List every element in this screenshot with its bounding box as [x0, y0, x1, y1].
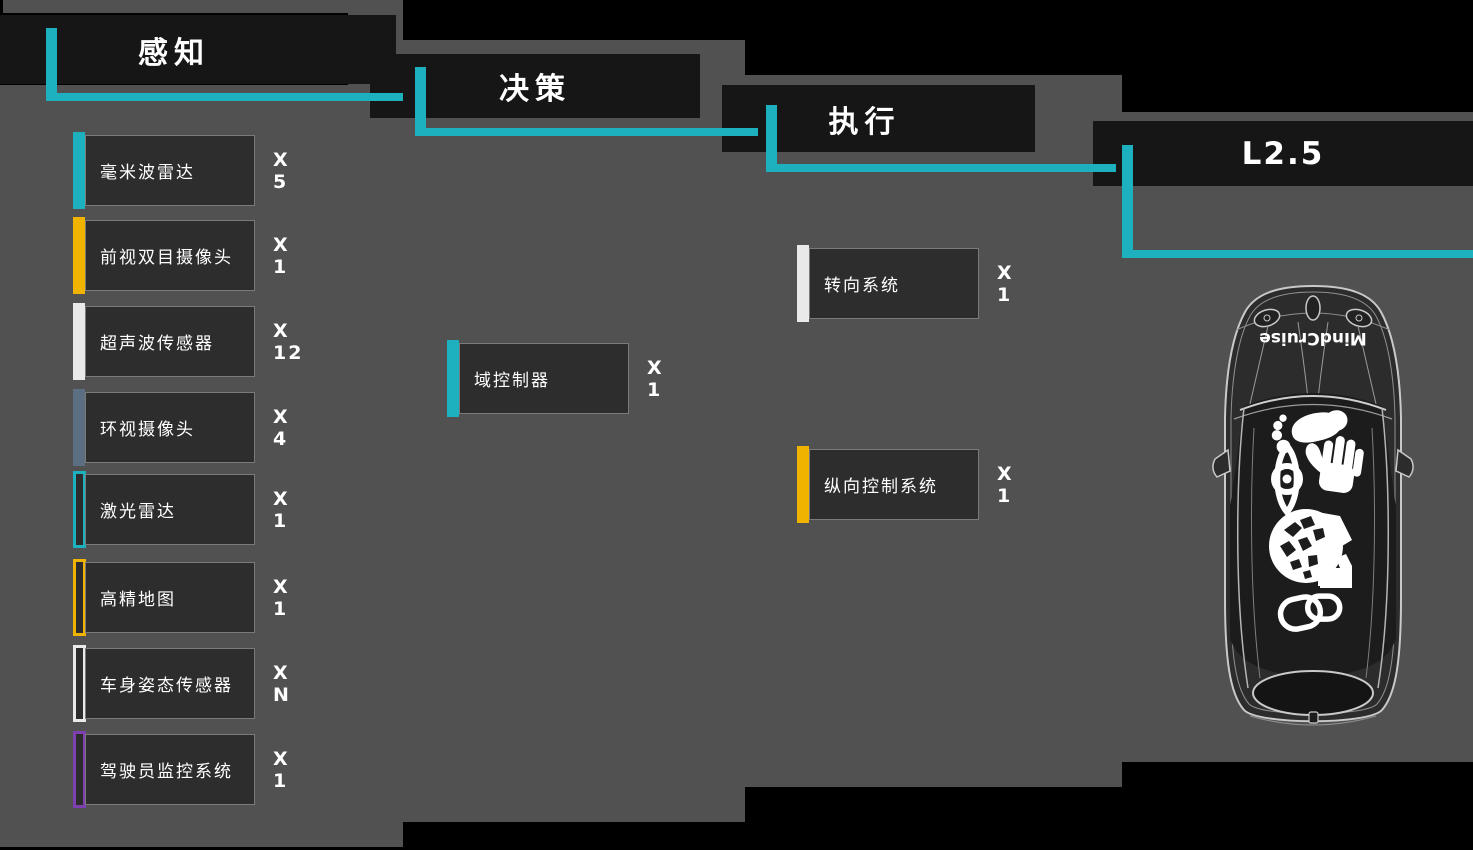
accent-bar: [73, 217, 85, 294]
item-label: 域控制器: [474, 371, 550, 391]
accent-bar: [447, 340, 459, 417]
panel-execution: [745, 75, 1122, 787]
item-count: X 1: [273, 747, 290, 792]
connector-decision-vertical: [415, 67, 426, 136]
item-label: 超声波传感器: [100, 334, 214, 354]
item-count: X 1: [273, 487, 290, 532]
car-rear-window: [1252, 670, 1374, 716]
item-count: X 1: [273, 575, 290, 620]
accent-bar: [73, 731, 86, 808]
header-perception-label: 感知: [138, 35, 210, 71]
item-count: X 1: [273, 233, 290, 278]
accent-bar: [73, 389, 85, 466]
accent-bar: [797, 446, 809, 523]
connector-level-horizontal: [1122, 250, 1473, 258]
item-count: X 1: [647, 356, 664, 401]
header-execution-label: 执行: [828, 104, 901, 140]
connector-perception-vertical: [46, 28, 57, 101]
item-label: 驾驶员监控系统: [100, 762, 233, 782]
item-count: X 12: [273, 319, 304, 364]
accent-bar: [73, 303, 85, 380]
item-count: X 4: [273, 405, 290, 450]
accent-bar: [73, 471, 86, 548]
car-right-mirror: [1395, 448, 1414, 478]
accent-bar: [73, 645, 86, 722]
item-label: 毫米波雷达: [100, 163, 195, 183]
panel-top-strip: [3, 0, 403, 13]
connector-perception-horizontal: [46, 93, 403, 101]
item-count: X 1: [997, 462, 1014, 507]
item-label: 纵向控制系统: [824, 477, 938, 497]
connector-decision-horizontal: [415, 128, 758, 136]
connector-level-vertical: [1122, 145, 1133, 258]
item-label: 车身姿态传感器: [100, 676, 233, 696]
panel-decision: [403, 40, 745, 822]
header-perception: 感知: [0, 15, 396, 84]
header-level-label: L2.5: [1241, 135, 1325, 172]
accent-bar: [73, 559, 86, 636]
item-count: X 1: [997, 261, 1014, 306]
car-left-mirror: [1212, 448, 1231, 478]
item-label: 环视摄像头: [100, 420, 195, 440]
chain-link-icon: [1277, 593, 1343, 632]
car-brand-text: MindCruise: [1259, 328, 1366, 348]
connector-execution-horizontal: [766, 164, 1116, 172]
accent-bar: [797, 245, 809, 322]
car-top-view-illustration: MindCruise: [1212, 284, 1414, 726]
item-count: X 5: [273, 148, 290, 193]
item-label: 激光雷达: [100, 502, 176, 522]
panel-perception: [0, 85, 403, 847]
brain-head-icon: [1269, 509, 1352, 588]
hand-icon: [1305, 436, 1364, 493]
accent-bar: [73, 132, 85, 209]
item-label: 高精地图: [100, 590, 176, 610]
item-label: 转向系统: [824, 276, 900, 296]
item-label: 前视双目摄像头: [100, 248, 233, 268]
header-decision-label: 决策: [499, 72, 571, 107]
connector-execution-vertical: [766, 105, 777, 172]
header-level: L2.5: [1093, 121, 1473, 186]
item-count: X N: [273, 661, 291, 706]
eye-icon: [1271, 441, 1303, 517]
